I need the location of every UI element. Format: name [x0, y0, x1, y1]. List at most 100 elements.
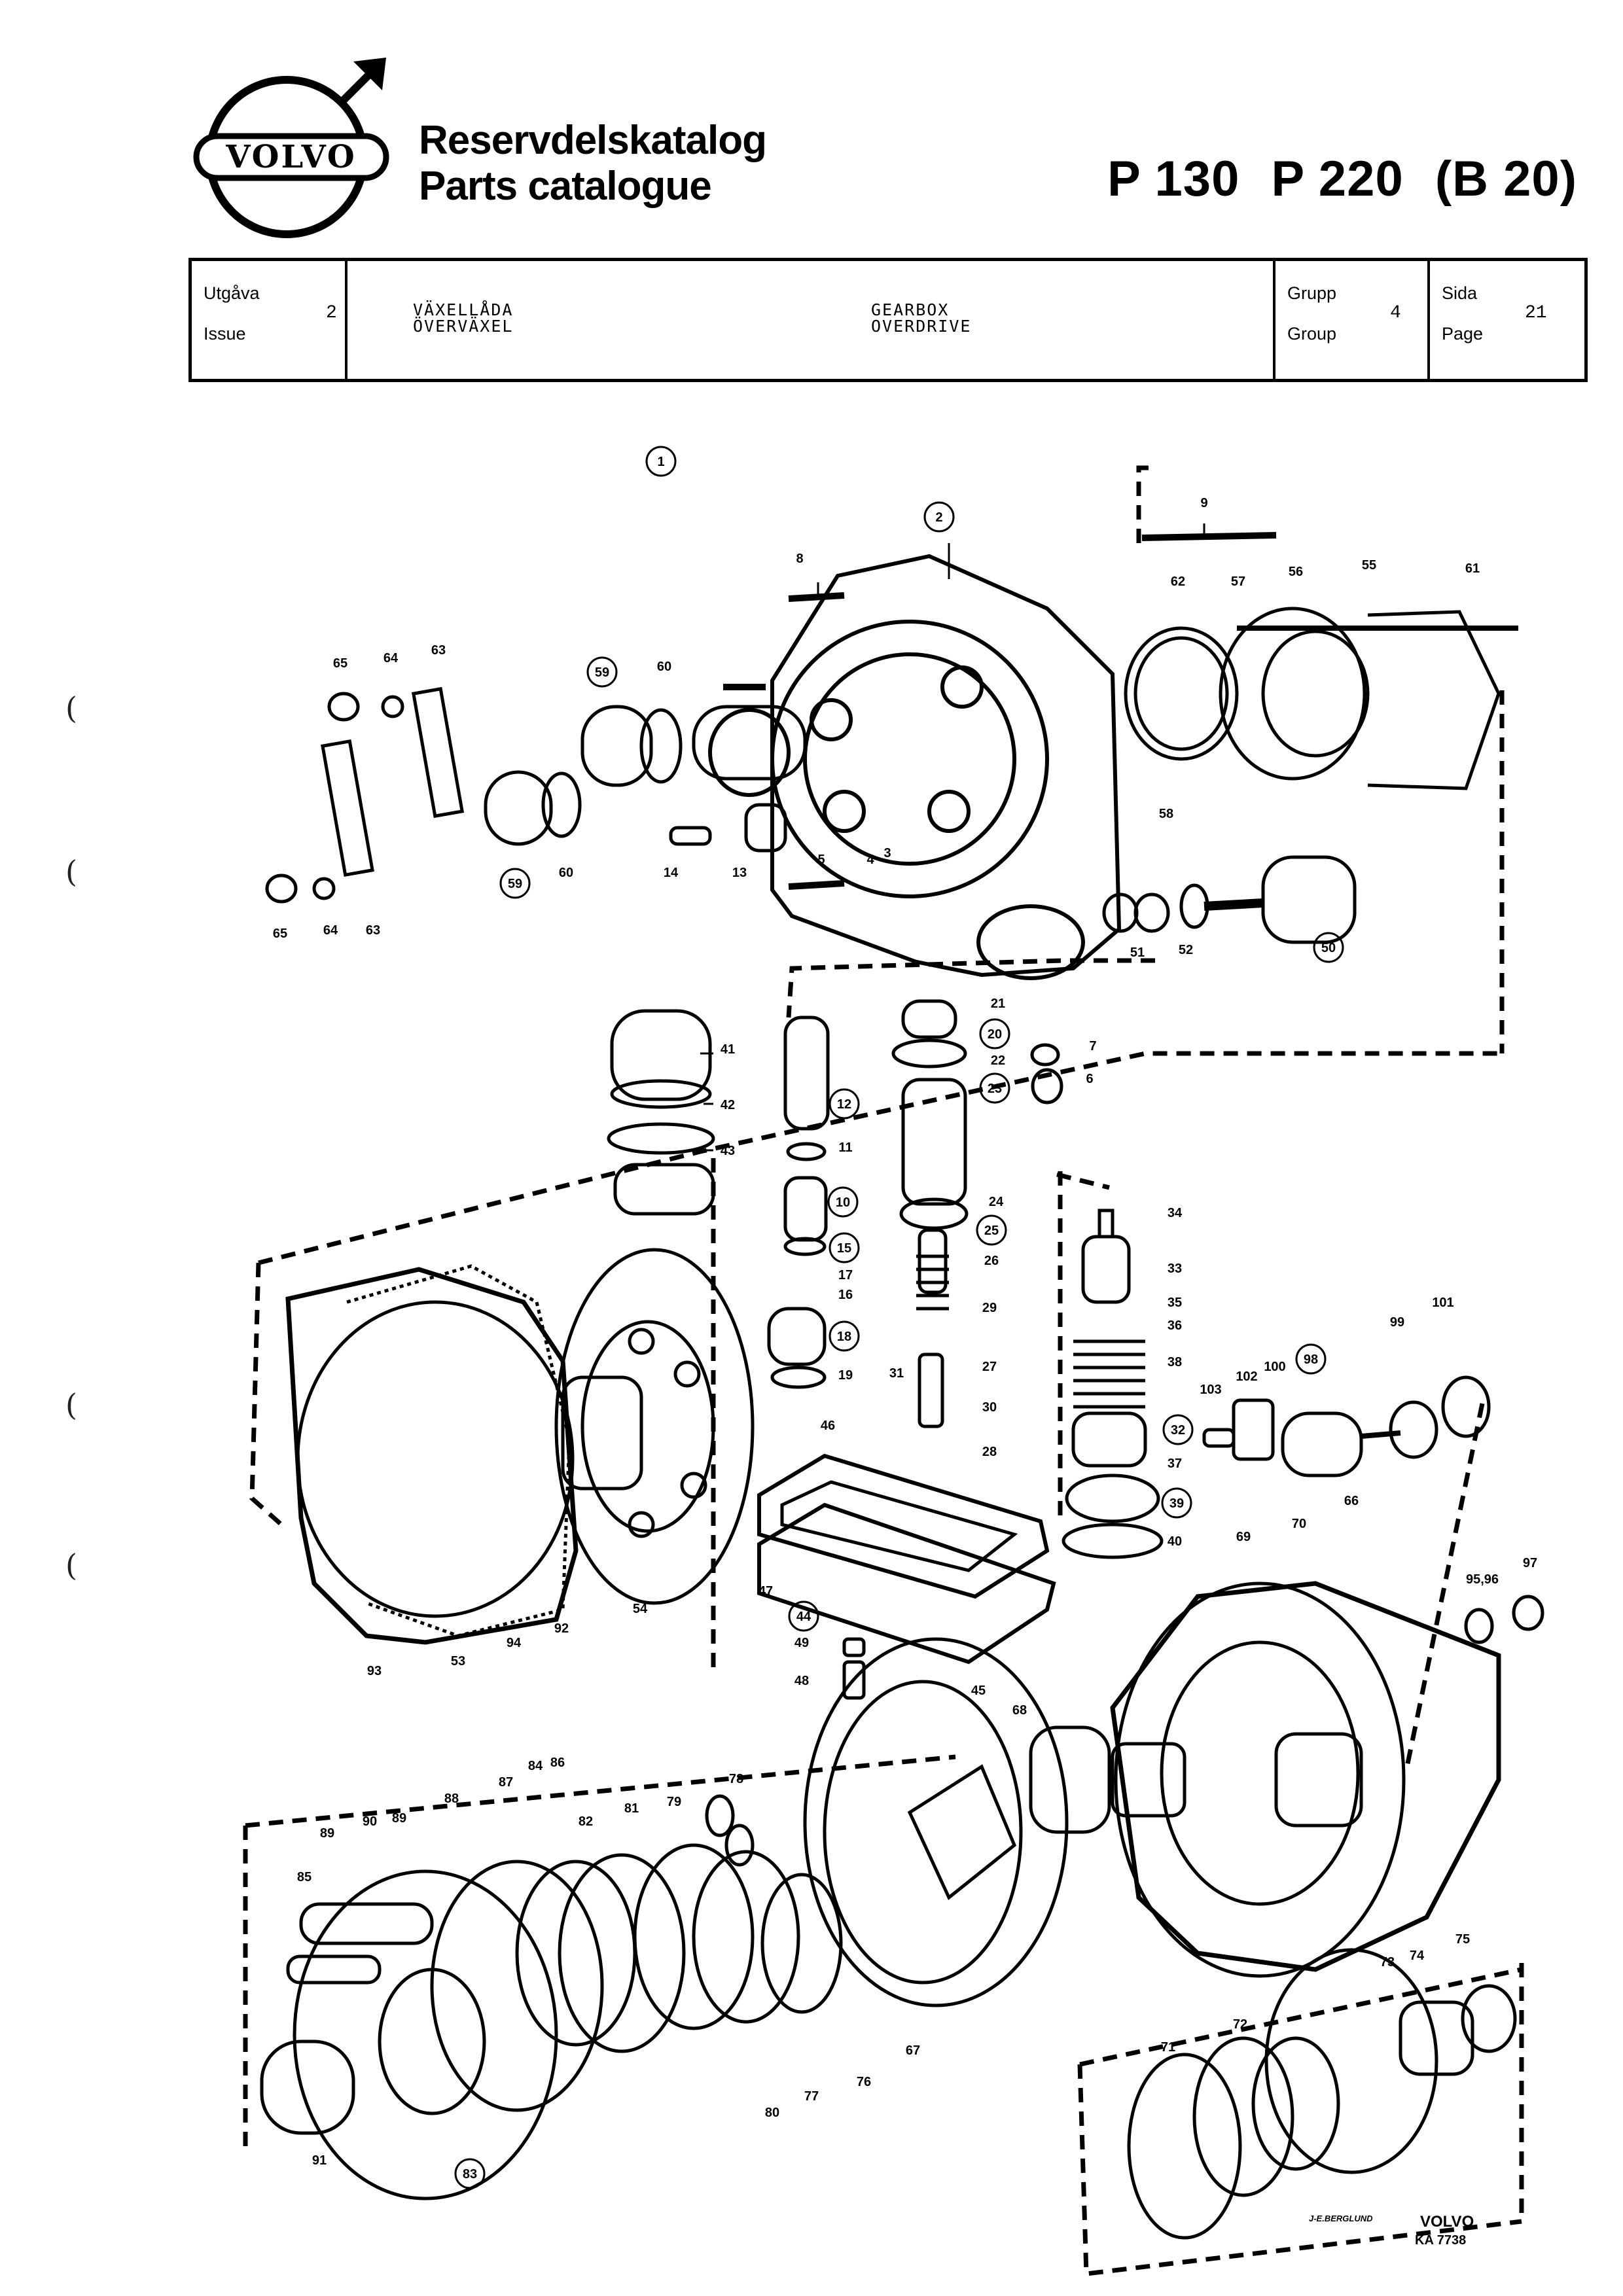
callout-28: 28: [982, 1445, 997, 1459]
callout-8: 8: [796, 552, 803, 566]
callout-80: 80: [765, 2106, 779, 2120]
callout-18: 18: [837, 1330, 851, 1344]
dashed-leader: [1404, 1403, 1485, 1767]
callout-1: 1: [657, 455, 664, 469]
callout-36: 36: [1168, 1318, 1182, 1333]
callout-10: 10: [836, 1195, 850, 1210]
callout-17: 17: [838, 1268, 853, 1282]
callout-43: 43: [721, 1144, 735, 1158]
footer-code: KA 7738: [1415, 2233, 1466, 2248]
description-cell: VÄXELLÅDA ÖVERVÄXEL GEARBOX OVERDRIVE: [348, 261, 1275, 379]
callout-64b: 64: [323, 923, 338, 938]
callout-11: 11: [838, 1140, 852, 1155]
callout-89: 89: [320, 1826, 334, 1841]
callout-58: 58: [1159, 807, 1173, 821]
callout-66: 66: [1344, 1494, 1359, 1508]
footer-brand: VOLVO: [1420, 2213, 1474, 2231]
callout-70: 70: [1292, 1517, 1306, 1531]
callout-4: 4: [866, 853, 874, 867]
callout-68: 68: [1012, 1703, 1027, 1718]
callout-21: 21: [991, 997, 1005, 1011]
callout-86: 86: [550, 1756, 565, 1770]
callout-97: 97: [1523, 1556, 1537, 1570]
group-label-sv: Grupp: [1287, 283, 1337, 303]
callout-60b: 60: [559, 866, 573, 880]
callout-39: 39: [1169, 1496, 1184, 1511]
callout-45: 45: [971, 1684, 986, 1698]
callout-65b: 65: [273, 927, 287, 941]
callout-42: 42: [721, 1098, 735, 1112]
callout-12: 12: [837, 1097, 851, 1112]
callout-64: 64: [383, 651, 399, 665]
callout-41: 41: [721, 1042, 735, 1057]
issue-label-en: Issue: [204, 324, 246, 344]
callout-38: 38: [1168, 1355, 1182, 1369]
desc-en-line-2: OVERDRIVE: [871, 317, 972, 336]
callout-37: 37: [1168, 1457, 1182, 1471]
callout-33: 33: [1168, 1262, 1182, 1276]
issue-value: 2: [326, 303, 337, 323]
callout-40: 40: [1168, 1534, 1182, 1549]
callout-63b: 63: [366, 923, 380, 938]
desc-en-line-1: GEARBOX: [871, 300, 950, 319]
issue-cell: Utgåva Issue 2: [192, 261, 348, 379]
logo-text: VOLVO: [225, 139, 356, 175]
callout-69: 69: [1236, 1530, 1251, 1544]
callout-62: 62: [1171, 574, 1185, 589]
margin-mark: (: [65, 1547, 77, 1583]
page-cell: Sida Page 21: [1430, 261, 1584, 379]
callout-15: 15: [837, 1241, 851, 1256]
callout-89b: 89: [392, 1811, 406, 1826]
callout-93: 93: [367, 1664, 382, 1678]
callout-56: 56: [1289, 565, 1303, 579]
callout-48: 48: [794, 1674, 809, 1688]
callout-102: 102: [1236, 1369, 1257, 1384]
callout-47: 47: [758, 1584, 773, 1598]
callout-99: 99: [1390, 1315, 1404, 1330]
callout-29: 29: [982, 1301, 997, 1315]
margin-mark: (: [65, 1387, 77, 1422]
callout-24: 24: [989, 1195, 1004, 1209]
callout-88: 88: [444, 1792, 459, 1806]
callout-30: 30: [982, 1400, 997, 1415]
callout-22: 22: [991, 1053, 1005, 1068]
dashed-leader: [258, 1051, 1502, 1265]
callout-46: 46: [821, 1419, 835, 1433]
callout-87: 87: [499, 1775, 513, 1790]
callout-13: 13: [732, 866, 747, 880]
volvo-logo: VOLVO: [193, 58, 389, 238]
artist-signature: J-E.BERGLUND: [1309, 2214, 1373, 2223]
dashed-leader: [1077, 2064, 1522, 2276]
dashed-leader: [249, 1262, 283, 1527]
callout-103: 103: [1200, 1383, 1221, 1397]
callout-23: 23: [988, 1082, 1002, 1096]
callout-44: 44: [796, 1610, 812, 1624]
callout-14: 14: [664, 866, 679, 880]
callout-34: 34: [1168, 1206, 1183, 1220]
callout-51: 51: [1130, 945, 1145, 960]
group-cell: Grupp Group 4: [1275, 261, 1430, 379]
callout-54: 54: [633, 1602, 648, 1616]
dashed-leader: [1136, 465, 1149, 543]
callout-35: 35: [1168, 1296, 1182, 1310]
callout-16: 16: [838, 1288, 853, 1302]
callout-94: 94: [507, 1636, 522, 1650]
callout-65: 65: [333, 656, 348, 671]
callout-2: 2: [935, 510, 942, 525]
callout-27: 27: [982, 1360, 997, 1374]
callout-60: 60: [657, 660, 671, 674]
desc-sv-line-1: VÄXELLÅDA: [413, 300, 514, 319]
callout-3: 3: [883, 846, 891, 860]
callout-49: 49: [794, 1636, 809, 1650]
callout-61: 61: [1465, 561, 1480, 576]
callout-20: 20: [988, 1027, 1002, 1042]
callout-76: 76: [857, 2075, 871, 2089]
group-label-en: Group: [1287, 324, 1337, 344]
desc-sv-line-2: ÖVERVÄXEL: [413, 317, 514, 336]
model-1: P 130: [1107, 151, 1240, 207]
callout-82: 82: [579, 1814, 593, 1829]
page-label-sv: Sida: [1442, 283, 1478, 303]
info-table: Utgåva Issue 2 VÄXELLÅDA ÖVERVÄXEL GEARB…: [188, 258, 1588, 382]
callout-59: 59: [595, 665, 609, 680]
